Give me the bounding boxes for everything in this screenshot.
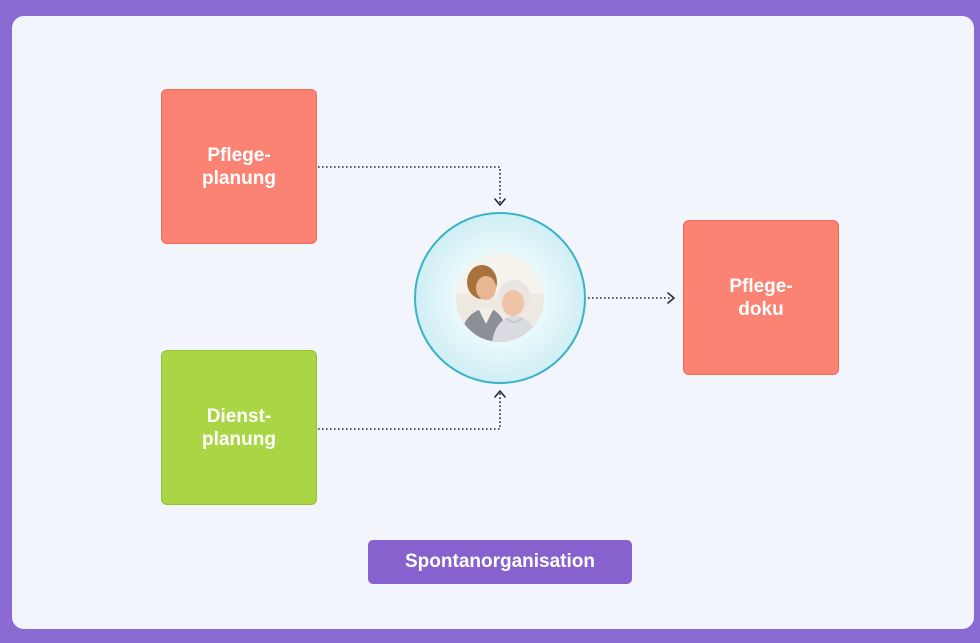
node-pflegedoku-line2: doku [738, 298, 784, 320]
center-node-circle [414, 212, 586, 384]
node-dienstplanung-line2: planung [202, 428, 276, 450]
node-pflegeplanung-line1: Pflege- [207, 144, 271, 166]
node-dienstplanung-line1: Dienst- [206, 405, 272, 427]
node-pflegedoku-line1: Pflege- [729, 275, 793, 297]
node-pflegeplanung-line2: planung [202, 167, 276, 189]
node-dienstplanung: Dienst- planung [161, 350, 317, 505]
caregiver-photo-icon [456, 254, 544, 342]
node-pflegeplanung: Pflege- planung [161, 89, 317, 244]
node-pflegedoku: Pflege- doku [683, 220, 839, 375]
spontanorganisation-badge: Spontanorganisation [368, 540, 632, 584]
badge-label: Spontanorganisation [405, 551, 595, 572]
